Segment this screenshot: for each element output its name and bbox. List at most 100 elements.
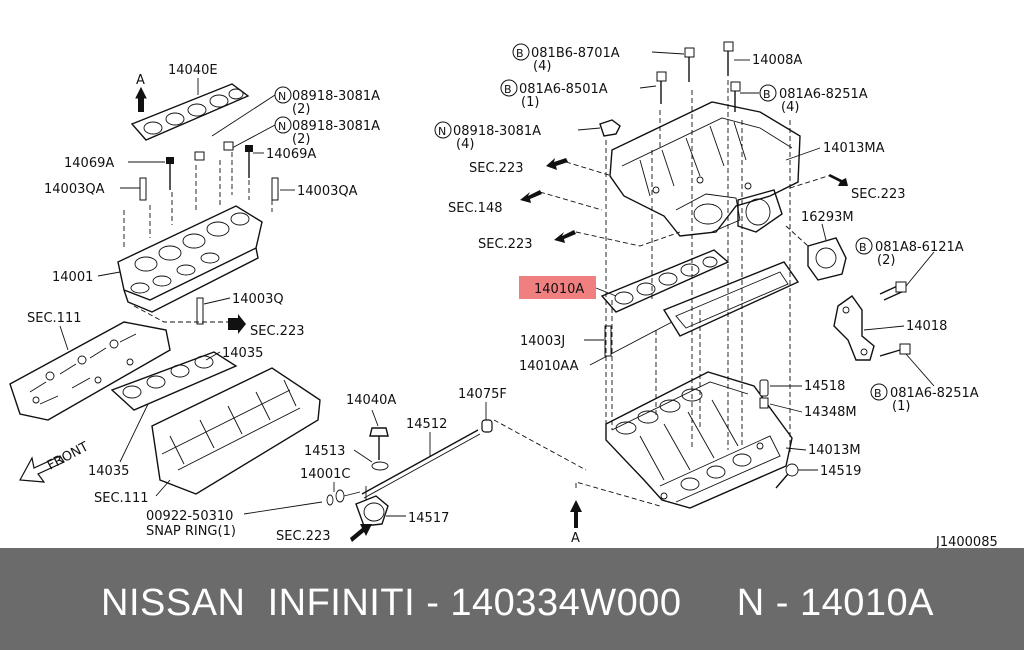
callout-bolt-b3: 081A6-8251A <box>779 87 868 102</box>
diagram-code: J1400085 <box>935 535 998 548</box>
callout-snap-part: 00922-50310 <box>146 509 233 524</box>
callout-14040e: 14040E <box>168 63 218 78</box>
callout-14003j: 14003J <box>520 334 565 349</box>
callout-14010aa: 14010AA <box>519 359 579 374</box>
arrow-a-top-shaft <box>138 98 144 112</box>
stud-14003j <box>604 325 612 357</box>
bracket-14018 <box>833 295 875 361</box>
sensor-14348m <box>759 397 769 409</box>
part-caption: NISSAN INFINITI - 140334W000 N - 14010A <box>101 582 934 624</box>
nut-marker-n-2-letter: N <box>278 120 286 133</box>
callout-sec223-b: SEC.223 <box>276 529 331 544</box>
callout-snap-ring: SNAP RING(1) <box>146 524 236 539</box>
callout-14069a-left: 14069A <box>64 156 114 171</box>
callout-bolt-b4-qty: (2) <box>877 253 895 268</box>
callout-14040a: 14040A <box>346 393 396 408</box>
callout-14013m: 14013M <box>808 443 861 458</box>
bolt-081a8-6121a <box>879 281 907 301</box>
bolt-marker-b-2-letter: B <box>504 83 512 96</box>
callout-14003qa-right: 14003QA <box>297 184 358 199</box>
callout-14519: 14519 <box>820 464 861 479</box>
callout-nut-n3-qty: (4) <box>456 137 474 152</box>
bolt-marker-b-1 <box>512 43 530 61</box>
callout-14075f: 14075F <box>458 387 507 402</box>
bolt-marker-b-1-letter: B <box>516 47 524 60</box>
lower-collector-14013m <box>605 371 793 509</box>
callout-14069a-right: 14069A <box>266 147 316 162</box>
cylinder-head-sec111-bottom <box>151 367 321 495</box>
callout-16293m: 16293M <box>801 210 854 225</box>
callout-nut-n1-qty: (2) <box>292 102 310 117</box>
callout-nut-n2-qty: (2) <box>292 132 310 147</box>
bolt-081a6-8501a <box>656 71 667 104</box>
callout-sec223-e: SEC.223 <box>851 187 906 202</box>
sec223-arrow-b-icon <box>350 524 372 542</box>
nut-marker-n-3 <box>434 121 452 139</box>
bolt-081b6-8701a <box>684 47 695 82</box>
sec148-arrow-icon <box>520 190 542 203</box>
arrow-a-bottom-icon <box>570 500 582 528</box>
bolt-marker-b-5-letter: B <box>874 387 882 400</box>
bolt-14519 <box>775 463 799 489</box>
sec223-arrow-c-icon <box>546 158 568 170</box>
upper-collector-14013ma <box>609 101 801 237</box>
callout-14001c: 14001C <box>300 467 350 482</box>
lower-manifold-14001 <box>117 205 263 313</box>
bolt-14008a <box>723 41 734 76</box>
callout-14008a: 14008A <box>752 53 802 68</box>
parts-diagram: A 14040E N 08918-3081A (2) N 08918-3081A… <box>9 41 998 548</box>
callout-14348m: 14348M <box>804 405 857 420</box>
bolt-marker-b-5 <box>870 383 888 401</box>
callout-sec223-a: SEC.223 <box>250 324 305 339</box>
callout-14010a-highlight <box>519 276 596 299</box>
bolt-marker-b-2 <box>500 79 518 97</box>
nut-08918-3081a-right <box>599 119 621 137</box>
rod-14512 <box>361 429 481 499</box>
callout-14035-bottom: 14035 <box>88 464 129 479</box>
callout-sec111-top: SEC.111 <box>27 311 82 326</box>
stud-14003qa-right <box>271 177 279 201</box>
bolt-14040a <box>369 427 389 471</box>
callout-14518: 14518 <box>804 379 845 394</box>
callout-sec111-bottom: SEC.111 <box>94 491 149 506</box>
bolt-marker-b-4-letter: B <box>859 241 867 254</box>
callout-14517: 14517 <box>408 511 449 526</box>
arrow-a-bottom-label: A <box>571 531 580 546</box>
gasket-14040e <box>130 83 250 141</box>
actuator-14517 <box>355 486 389 527</box>
gasket-16293m <box>807 237 847 281</box>
cylinder-head-sec111-top <box>9 321 171 421</box>
gasket-14010aa <box>662 261 800 337</box>
arrow-a-top-label: A <box>136 73 145 88</box>
callout-14013ma: 14013MA <box>823 141 885 156</box>
bolt-081a6-8251a-bottom <box>879 343 911 357</box>
callout-14018: 14018 <box>906 319 947 334</box>
callout-14003q: 14003Q <box>232 292 284 307</box>
callout-nut-n2: 08918-3081A <box>292 119 380 134</box>
callout-bolt-b5-qty: (1) <box>892 399 910 414</box>
callout-bolt-b2: 081A6-8501A <box>519 82 608 97</box>
callout-bolt-b3-qty: (4) <box>781 100 799 115</box>
nut-marker-n-3-letter: N <box>438 125 446 138</box>
seal-14001c <box>326 489 361 506</box>
callout-nut-n1: 08918-3081A <box>292 89 380 104</box>
bolt-081a6-8251a-top <box>730 81 741 112</box>
callout-bolt-b2-qty: (1) <box>521 95 539 110</box>
callout-14512: 14512 <box>406 417 447 432</box>
bolt-marker-b-4 <box>855 237 873 255</box>
front-label: FRONT <box>45 439 91 473</box>
callout-14010a: 14010A <box>534 282 584 297</box>
callout-14035-top: 14035 <box>222 346 263 361</box>
plug-14518 <box>759 379 769 397</box>
callout-sec148: SEC.148 <box>448 201 503 216</box>
caption-bar <box>0 548 1024 650</box>
plug-14075f <box>481 419 493 433</box>
callout-14001: 14001 <box>52 270 93 285</box>
callout-nut-n3: 08918-3081A <box>453 124 541 139</box>
callout-sec223-c: SEC.223 <box>469 161 524 176</box>
bolt-marker-b-3-letter: B <box>763 88 771 101</box>
bolt-marker-b-3 <box>759 84 777 102</box>
callout-bolt-b1: 081B6-8701A <box>531 46 620 61</box>
callout-bolt-b1-qty: (4) <box>533 59 551 74</box>
